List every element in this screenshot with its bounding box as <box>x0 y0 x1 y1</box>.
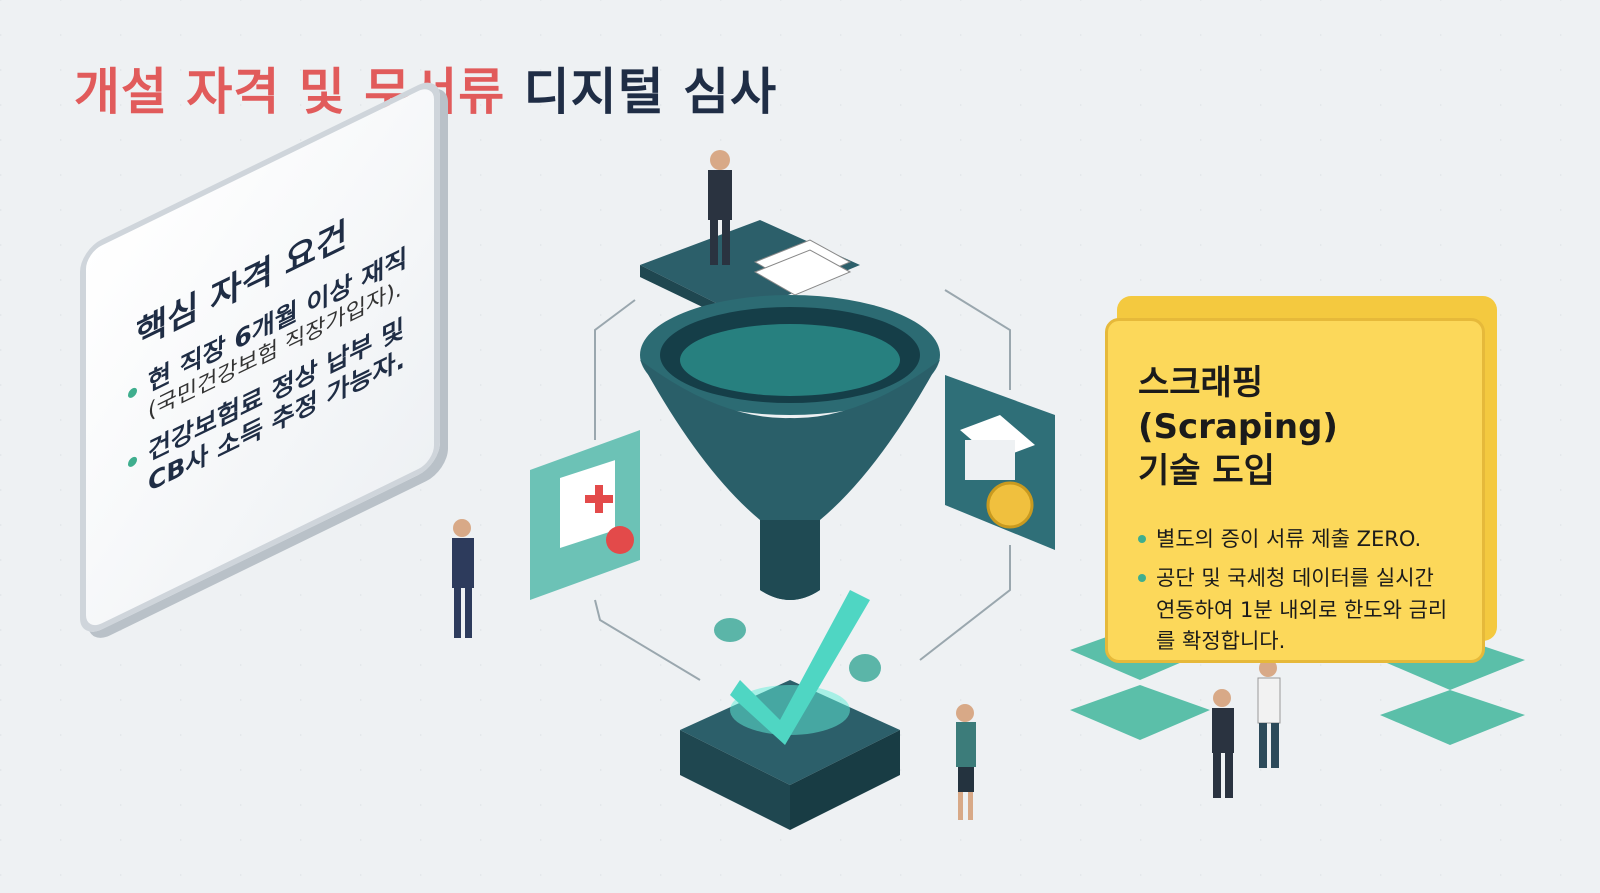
bank-icon <box>945 375 1055 550</box>
scraping-heading: 스크래핑(Scraping) 기술 도입 <box>1138 361 1452 494</box>
scraping-heading-line1: 스크래핑(Scraping) <box>1138 363 1338 448</box>
funnel-icon <box>640 295 940 600</box>
scraping-item: 별도의 증이 서류 제출 ZERO. <box>1138 524 1452 556</box>
checkmark-icon <box>730 590 870 745</box>
engineer-figures <box>1212 659 1281 798</box>
scraping-item: 공단 및 국세청 데이터를 실시간 연동하여 1분 내외로 한도와 금리를 확정… <box>1138 563 1452 658</box>
title-navy-part: 디지털 심사 <box>523 63 778 121</box>
hospital-icon <box>530 430 640 600</box>
woman-figure <box>956 704 976 820</box>
coin-icon <box>714 618 881 682</box>
documents-icon <box>753 239 852 296</box>
connector-lines <box>594 289 1011 681</box>
businessman-figure <box>708 150 732 265</box>
scraping-heading-line2: 기술 도입 <box>1138 451 1275 492</box>
presenter-figure <box>452 519 474 638</box>
scraping-card: 스크래핑(Scraping) 기술 도입 별도의 증이 서류 제출 ZERO. … <box>1105 318 1485 663</box>
